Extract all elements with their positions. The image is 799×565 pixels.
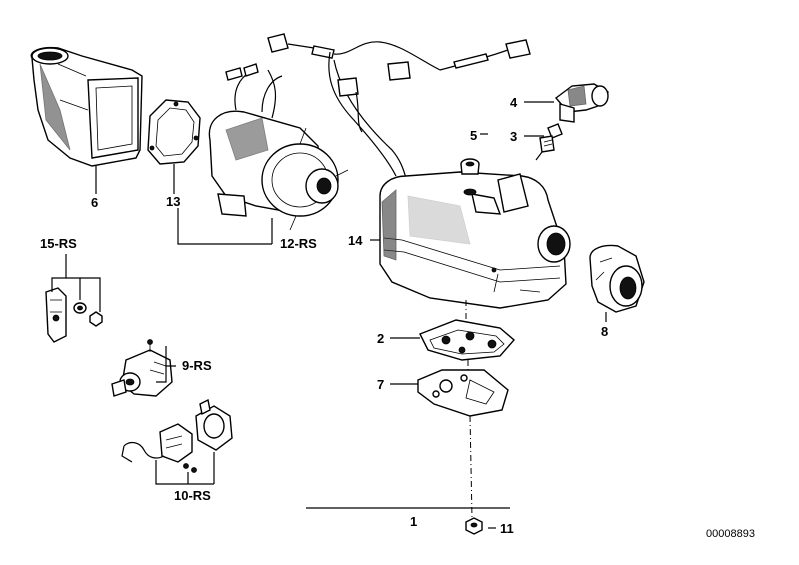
leader-lines: [51, 101, 607, 529]
part-15-bracket-kit: [45, 287, 103, 343]
callout-10-rs: 10-RS: [174, 488, 211, 503]
document-id: 00008893: [706, 528, 755, 540]
assembly-center-line: [465, 300, 473, 519]
callout-3: 3: [510, 129, 517, 144]
callout-14: 14: [348, 233, 363, 248]
callout-1: 1: [410, 514, 417, 529]
callout-7: 7: [377, 377, 384, 392]
part-8-exhaust-outlet: [589, 244, 645, 313]
part-2-mounting-plate: [419, 319, 515, 361]
wiring-harness: [267, 33, 531, 179]
part-4-connector-fitting: [554, 83, 609, 123]
part-13-gasket: [147, 99, 201, 165]
callout-8: 8: [601, 324, 608, 339]
part-5-grommet: [460, 158, 480, 175]
part-6-air-intake-funnel: [30, 46, 143, 167]
part-11-nut: [465, 517, 483, 535]
callout-4: 4: [510, 95, 518, 110]
part-3-glow-plug: [535, 123, 563, 161]
callout-5: 5: [470, 128, 477, 143]
callout-13: 13: [166, 194, 180, 209]
part-10-relay-kit: [121, 398, 233, 473]
callout-12-rs: 12-RS: [280, 236, 317, 251]
callout-6: 6: [91, 195, 98, 210]
part-7-gasket-plate: [417, 369, 509, 417]
part-14-heater-housing: [379, 171, 571, 309]
part-12-blower-motor: [208, 63, 349, 231]
callout-9-rs: 9-RS: [182, 358, 212, 373]
part-9-sensor: [111, 339, 173, 397]
callout-15-rs: 15-RS: [40, 236, 77, 251]
callout-11: 11: [500, 521, 514, 536]
callout-2: 2: [377, 331, 384, 346]
